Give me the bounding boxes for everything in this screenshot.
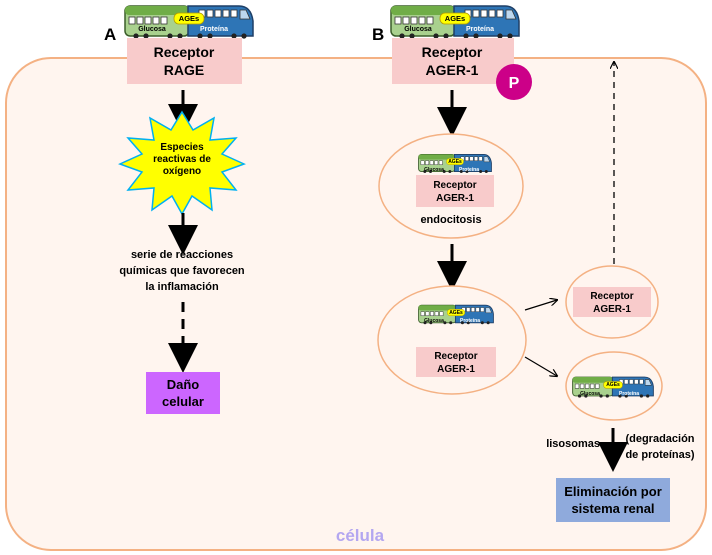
vesicle-endocytosis: AGEs Glucosa Proteína Receptor AGER-1 en… <box>378 133 524 239</box>
train-badge-label: AGEs <box>449 310 463 316</box>
reactions-text: serie de reacciones químicas que favorec… <box>119 249 245 293</box>
panel-a-letter: A <box>104 25 116 44</box>
panel-b-train: AGEs Glucosa Proteína <box>390 5 520 39</box>
train-badge-label: AGEs <box>606 382 620 388</box>
train-badge-label: AGEs <box>179 14 199 23</box>
panel-b-letter: B <box>372 25 384 44</box>
reactions-line1: serie de reacciones <box>131 249 233 261</box>
train-right-car-label: Proteína <box>466 26 494 33</box>
vesicle-lysosome: AGEs Glucosa Proteína <box>565 351 663 421</box>
vesicle-sorting: AGEs Glucosa Proteína Receptor AGER-1 <box>377 285 527 395</box>
train-left-car-label: Glucosa <box>424 318 444 324</box>
cell-label: célula <box>336 526 385 545</box>
vesicle2-receptor-line1: Receptor <box>434 351 477 362</box>
train-badge-label: AGEs <box>448 159 462 165</box>
train-left-car-label: Glucosa <box>138 26 166 33</box>
vesicle2-receptor-line2: AGER-1 <box>437 364 475 375</box>
panel-a-train: AGEs Glucosa Proteína <box>124 5 254 39</box>
train-right-car-label: Proteína <box>619 391 639 397</box>
vesicle-recycling: Receptor AGER-1 <box>565 265 659 339</box>
degradation-line1: (degradación <box>625 433 694 445</box>
receptor-ager1: Receptor AGER-1 <box>392 38 514 84</box>
phosphate-badge: P <box>496 64 532 100</box>
damage-line1: Daño <box>167 377 200 392</box>
damage-line2: celular <box>162 394 204 409</box>
elimination-line1: Eliminación por <box>564 484 662 499</box>
train-badge-label: AGEs <box>445 14 465 23</box>
train-left-car-label: Glucosa <box>404 26 432 33</box>
ros-line1: Especies <box>160 142 204 153</box>
receptor-rage: Receptor RAGE <box>127 38 242 84</box>
endocytosis-label: endocitosis <box>420 214 481 226</box>
receptor-ager1-line2: AGER-1 <box>426 62 479 78</box>
recycle-receptor-line1: Receptor <box>590 291 633 302</box>
lysosome-label: lisosomas <box>546 438 600 450</box>
degradation-line2: de proteínas) <box>625 449 694 461</box>
train-right-car-label: Proteína <box>460 318 480 324</box>
reactions-line3: la inflamación <box>145 281 219 293</box>
train-right-car-label: Proteína <box>459 167 479 173</box>
vesicle1-receptor-line2: AGER-1 <box>436 193 474 204</box>
renal-elimination-box: Eliminación por sistema renal <box>556 478 670 522</box>
train-left-car-label: Glucosa <box>580 391 600 397</box>
receptor-ager1-line1: Receptor <box>422 44 483 60</box>
ros-line2: reactivas de <box>153 154 211 165</box>
reactions-line2: químicas que favorecen <box>119 265 245 277</box>
arrow-to-lyso-vesicle <box>524 356 557 376</box>
receptor-rage-line1: Receptor <box>154 44 215 60</box>
vesicle1-receptor-line1: Receptor <box>433 180 476 191</box>
ros-line3: oxígeno <box>163 166 201 177</box>
train-left-car-label: Glucosa <box>424 167 444 173</box>
train-right-car-label: Proteína <box>200 26 228 33</box>
receptor-rage-line2: RAGE <box>164 62 204 78</box>
arrow-to-recycle-vesicle <box>524 300 557 311</box>
recycle-receptor-line2: AGER-1 <box>593 304 631 315</box>
phosphate-label: P <box>509 75 520 92</box>
cell-damage-box: Daño celular <box>146 372 220 414</box>
elimination-line2: sistema renal <box>571 501 654 516</box>
